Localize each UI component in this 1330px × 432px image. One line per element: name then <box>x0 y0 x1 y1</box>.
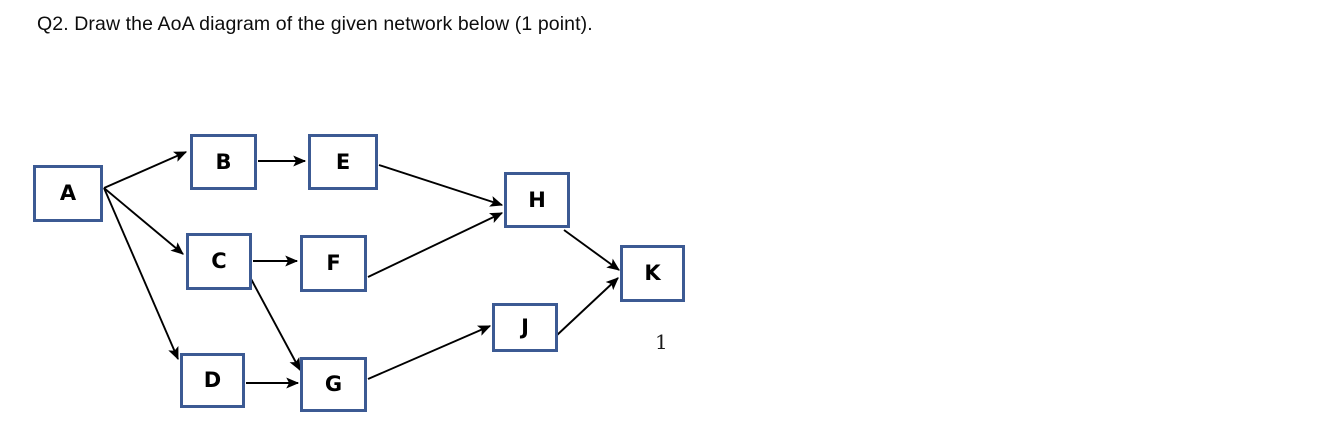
page-title: Q2. Draw the AoA diagram of the given ne… <box>37 13 593 35</box>
node-label: A <box>59 181 77 205</box>
node-d[interactable]: D <box>180 353 245 408</box>
node-a[interactable]: A <box>33 165 103 222</box>
node-label: G <box>324 372 343 396</box>
edge-group <box>103 151 620 389</box>
edge-g-to-j <box>367 325 492 380</box>
node-c[interactable]: C <box>186 233 252 290</box>
node-label: C <box>211 249 227 273</box>
node-e[interactable]: E <box>308 134 378 190</box>
edge-e-to-h <box>378 164 504 207</box>
edge-f-to-h <box>367 212 504 278</box>
annotation-count-1: 1 <box>655 330 668 354</box>
node-f[interactable]: F <box>300 235 367 292</box>
node-j[interactable]: J <box>492 303 558 352</box>
node-label: B <box>215 149 232 174</box>
node-label: E <box>335 149 351 174</box>
node-label: D <box>203 368 222 392</box>
node-label: K <box>644 261 661 285</box>
edge-a-to-b <box>103 151 188 189</box>
node-label: H <box>528 187 546 212</box>
edge-a-to-d <box>103 187 179 361</box>
edge-j-to-k <box>555 277 619 337</box>
edge-c-to-g <box>242 263 301 372</box>
node-k[interactable]: K <box>620 245 685 302</box>
node-g[interactable]: G <box>300 357 367 412</box>
edge-a-to-c <box>103 187 184 255</box>
node-label: J <box>521 315 529 339</box>
node-label: F <box>326 251 341 275</box>
node-h[interactable]: H <box>504 172 570 228</box>
edge-h-to-k <box>563 229 620 271</box>
node-b[interactable]: B <box>190 134 257 190</box>
